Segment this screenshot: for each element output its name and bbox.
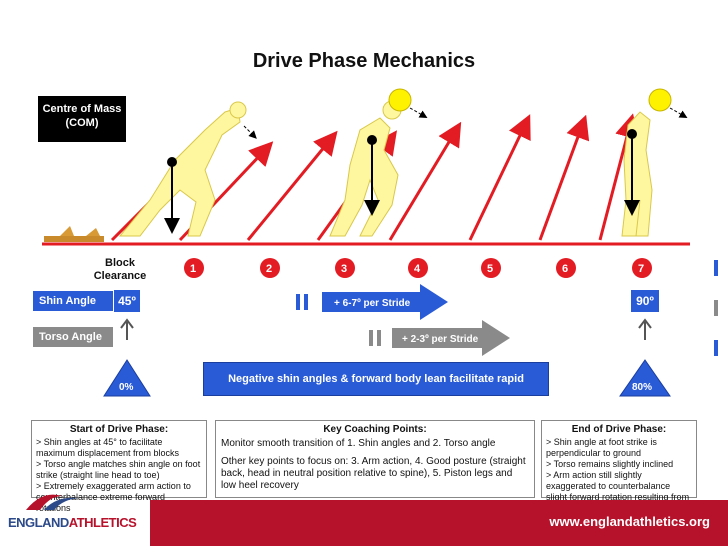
shin-angle-label: Shin Angle <box>33 291 113 311</box>
stride-markers: 1 2 3 4 5 6 7 <box>184 258 652 278</box>
torso-rate-text: + 2-3º per Stride <box>402 334 479 345</box>
block-label-line1: Block <box>105 257 135 269</box>
stride-5: 5 <box>487 263 493 275</box>
stride-6: 6 <box>562 263 568 275</box>
block-clearance-label: Block Clearance <box>84 257 156 283</box>
end-panel-line: > Torso remains slightly inclined <box>546 459 674 469</box>
footer-url[interactable]: www.englandathletics.org <box>549 514 710 529</box>
end-panel-line: > Shin angle at foot strike is perpendic… <box>546 437 657 458</box>
key-points-panel: Key Coaching Points: Monitor smooth tran… <box>215 420 535 498</box>
key-panel-title: Key Coaching Points: <box>323 424 427 435</box>
torso-end-text: 80% <box>632 382 652 393</box>
stride-4: 4 <box>414 263 421 275</box>
end-phase-panel: End of Drive Phase: > Shin angle at foot… <box>541 420 697 513</box>
athlete-end-figure <box>621 111 653 237</box>
torso-angle-label: Torso Angle <box>33 327 113 347</box>
footer-bar <box>150 500 728 546</box>
com-label-line2: (COM) <box>65 117 99 129</box>
block-label-line2: Clearance <box>93 270 147 282</box>
shin-rate-text: + 6-7º per Stride <box>334 298 411 309</box>
com-label-box: Centre of Mass (COM) <box>38 96 126 142</box>
torso-end-triangle: 80% <box>619 359 671 397</box>
start-panel-line: > Shin angles at 45° to facilitate maxim… <box>36 437 180 458</box>
acceleration-banner: Negative shin angles & forward body lean… <box>203 362 549 417</box>
com-label-line1: Centre of Mass <box>42 103 122 115</box>
centre-of-mass-markers <box>164 129 640 234</box>
torso-start-triangle: 0% <box>103 359 151 397</box>
head-end <box>648 88 672 112</box>
athlete-mid-figure <box>329 100 402 237</box>
start-panel-line: > Torso angle matches shin angle on foot… <box>36 459 201 480</box>
athlete-start-figure <box>118 101 247 237</box>
logo-word-right: ATHLETICS <box>68 515 137 530</box>
shin-end-badge: 90º <box>631 290 659 312</box>
up-arrow-icons <box>120 318 652 340</box>
start-phase-panel: Start of Drive Phase: > Shin angles at 4… <box>31 420 207 513</box>
stride-2: 2 <box>266 263 272 275</box>
key-panel-line2: Other key points to focus on: 3. Arm act… <box>221 456 526 491</box>
logo-word-left: ENGLAND <box>8 515 69 530</box>
shin-start-badge: 45º <box>114 290 140 312</box>
logo-wordmark: ENGLANDATHLETICS <box>8 515 137 530</box>
head-mid <box>388 88 412 112</box>
end-panel-title: End of Drive Phase: <box>571 424 667 435</box>
torso-start-text: 0% <box>119 382 134 393</box>
head-direction-arrows <box>243 107 688 139</box>
england-athletics-logo-icon <box>26 494 78 510</box>
stride-1: 1 <box>190 263 196 275</box>
stride-7: 7 <box>638 263 644 275</box>
shin-rate-arrow: + 6-7º per Stride <box>296 284 448 320</box>
starting-blocks-icon <box>44 226 104 242</box>
key-panel-line1: Monitor smooth transition of 1. Shin ang… <box>221 438 496 449</box>
stride-3: 3 <box>341 263 347 275</box>
decorative-edge-bars <box>714 260 718 356</box>
start-panel-title: Start of Drive Phase: <box>69 424 169 435</box>
torso-rate-arrow: + 2-3º per Stride <box>369 320 510 356</box>
page-title: Drive Phase Mechanics <box>252 50 476 72</box>
